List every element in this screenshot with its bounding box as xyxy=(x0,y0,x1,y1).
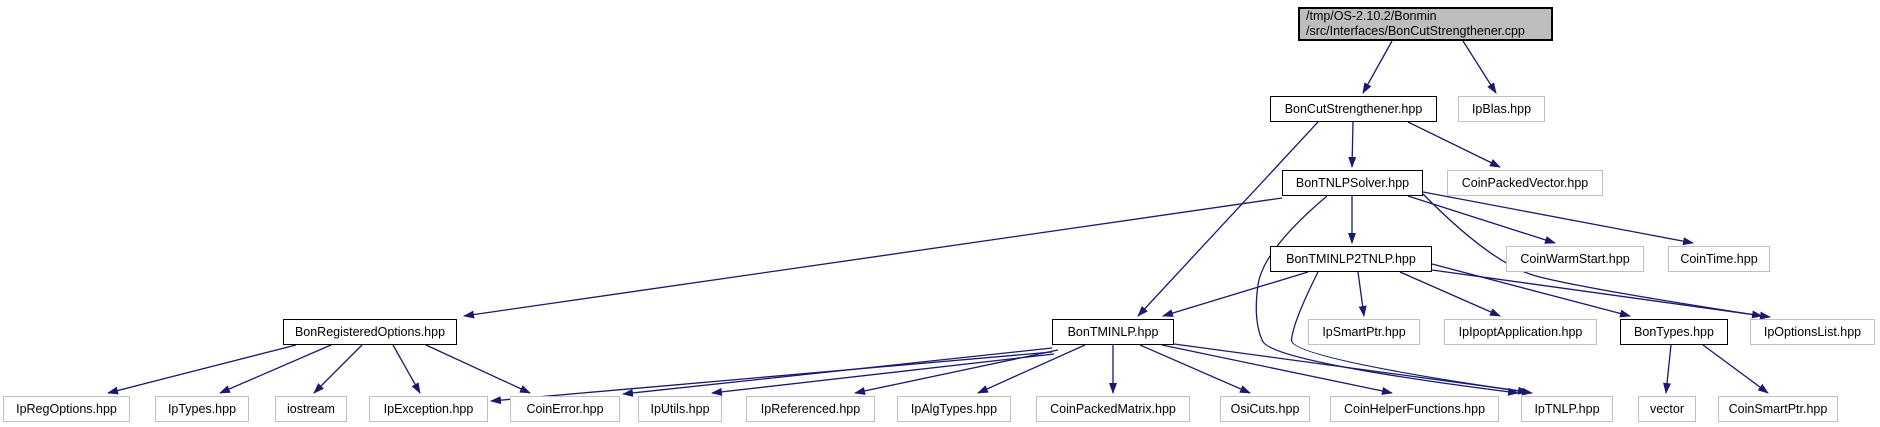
node-label: CoinTime.hpp xyxy=(1680,252,1758,266)
node-bonregisteredoptions-hpp[interactable]: BonRegisteredOptions.hpp xyxy=(283,319,457,345)
edge-bontnlpsolver-hpp-to-cointime-hpp xyxy=(1422,191,1694,246)
edge-main-to-boncutstrengthener-hpp xyxy=(1362,40,1393,94)
node-ipalgtypes-hpp: IpAlgTypes.hpp xyxy=(897,396,1011,422)
node-label: CoinError.hpp xyxy=(526,402,604,416)
node-label: IpBlas.hpp xyxy=(1471,102,1532,116)
node-label: CoinPackedMatrix.hpp xyxy=(1050,402,1176,416)
edge-bonregisteredoptions-hpp-to-ipexception-hpp xyxy=(392,344,421,394)
edge-bontypes-hpp-to-coinsmartptr-hpp xyxy=(1702,344,1769,394)
node-ipblas-hpp: IpBlas.hpp xyxy=(1458,96,1545,122)
node-coinerror-hpp: CoinError.hpp xyxy=(510,396,620,422)
node-coinhelperfunctions-hpp: CoinHelperFunctions.hpp xyxy=(1330,396,1499,422)
edge-boncutstrengthener-hpp-to-bontnlpsolver-hpp xyxy=(1348,121,1357,168)
node-ipsmartptr-hpp: IpSmartPtr.hpp xyxy=(1308,319,1420,345)
node-bontminlp-hpp[interactable]: BonTMINLP.hpp xyxy=(1052,319,1174,345)
node-label: /tmp/OS-2.10.2/Bonmin /src/Interfaces/Bo… xyxy=(1306,9,1525,38)
node-label: IpIpoptApplication.hpp xyxy=(1458,325,1583,339)
node-main: /tmp/OS-2.10.2/Bonmin /src/Interfaces/Bo… xyxy=(1298,7,1553,41)
node-label: IpException.hpp xyxy=(383,402,474,416)
node-label: CoinHelperFunctions.hpp xyxy=(1343,402,1486,416)
node-coinwarmstart-hpp: CoinWarmStart.hpp xyxy=(1506,246,1644,272)
node-bontypes-hpp[interactable]: BonTypes.hpp xyxy=(1620,319,1728,345)
edge-bontnlpsolver-hpp-to-iptnlp-hpp xyxy=(1255,195,1519,396)
edge-bonregisteredoptions-hpp-to-ipregoptions-hpp xyxy=(107,344,297,395)
edge-bontminlp2tnlp-hpp-to-ipoptionslist-hpp xyxy=(1431,269,1771,320)
node-label: CoinPackedVector.hpp xyxy=(1461,176,1589,190)
node-coinpackedmatrix-hpp: CoinPackedMatrix.hpp xyxy=(1036,396,1190,422)
node-label: IpSmartPtr.hpp xyxy=(1322,325,1406,339)
edge-bontypes-hpp-to-vector xyxy=(1663,344,1672,394)
edge-bontminlp-hpp-to-coinhelperfunctions-hpp xyxy=(1161,344,1393,395)
node-ipipoptapplication-hpp: IpIpoptApplication.hpp xyxy=(1444,319,1597,345)
node-iputils-hpp: IpUtils.hpp xyxy=(638,396,722,422)
edge-main-to-ipblas-hpp xyxy=(1462,40,1497,94)
node-label: iostream xyxy=(287,402,335,416)
node-label: BonTypes.hpp xyxy=(1634,325,1714,339)
node-bontnlpsolver-hpp[interactable]: BonTNLPSolver.hpp xyxy=(1282,170,1423,196)
node-label: IpAlgTypes.hpp xyxy=(910,402,998,416)
node-iptnlp-hpp: IpTNLP.hpp xyxy=(1521,396,1613,422)
edge-bontnlpsolver-hpp-to-bonregisteredoptions-hpp xyxy=(463,197,1283,319)
node-osicuts-hpp: OsiCuts.hpp xyxy=(1220,396,1310,422)
edge-bontminlp2tnlp-hpp-to-bontminlp-hpp xyxy=(1162,271,1309,317)
node-ipregoptions-hpp: IpRegOptions.hpp xyxy=(3,396,130,422)
edge-bontminlp-hpp-to-iputils-hpp xyxy=(711,353,1055,396)
node-label: IpTypes.hpp xyxy=(167,402,237,416)
edge-bontminlp-hpp-to-osicuts-hpp xyxy=(1139,344,1251,394)
node-iostream: iostream xyxy=(275,396,347,422)
node-label: IpUtils.hpp xyxy=(650,402,710,416)
node-label: IpReferenced.hpp xyxy=(760,402,861,416)
node-bontminlp2tnlp-hpp[interactable]: BonTMINLP2TNLP.hpp xyxy=(1270,246,1432,272)
edge-bontminlp-hpp-to-iptnlp-hpp xyxy=(1173,343,1529,395)
node-label: CoinSmartPtr.hpp xyxy=(1728,402,1828,416)
edge-bonregisteredoptions-hpp-to-coinerror-hpp xyxy=(425,344,531,394)
node-label: BonTMINLP2TNLP.hpp xyxy=(1286,252,1416,266)
edge-bontminlp2tnlp-hpp-to-ipsmartptr-hpp xyxy=(1357,271,1367,317)
node-label: IpRegOptions.hpp xyxy=(16,402,117,416)
node-label: BonRegisteredOptions.hpp xyxy=(294,325,446,339)
edge-bontminlp2tnlp-hpp-to-ipipoptapplication-hpp xyxy=(1399,271,1501,317)
node-label: BonTMINLP.hpp xyxy=(1067,325,1159,339)
edge-bontnlpsolver-hpp-to-ipoptionslist-hpp xyxy=(1422,193,1763,319)
edge-bonregisteredoptions-hpp-to-iptypes-hpp xyxy=(219,344,332,394)
edge-boncutstrengthener-hpp-to-coinpackedvector-hpp xyxy=(1407,121,1501,168)
node-ipexception-hpp: IpException.hpp xyxy=(369,396,488,422)
node-ipreferenced-hpp: IpReferenced.hpp xyxy=(746,396,875,422)
edge-bontminlp-hpp-to-ipalgtypes-hpp xyxy=(977,344,1086,394)
node-label: vector xyxy=(1649,402,1685,416)
node-label: OsiCuts.hpp xyxy=(1230,402,1300,416)
edge-bontminlp2tnlp-hpp-to-iptnlp-hpp xyxy=(1290,271,1533,396)
node-label: BonTNLPSolver.hpp xyxy=(1295,176,1410,190)
node-vector: vector xyxy=(1638,396,1696,422)
node-iptypes-hpp: IpTypes.hpp xyxy=(155,396,249,422)
edge-boncutstrengthener-hpp-to-bontminlp-hpp xyxy=(1137,121,1319,317)
node-label: BonCutStrengthener.hpp xyxy=(1284,102,1423,116)
node-coinpackedvector-hpp: CoinPackedVector.hpp xyxy=(1447,170,1603,196)
node-ipoptionslist-hpp: IpOptionsList.hpp xyxy=(1750,319,1875,345)
edge-bonregisteredoptions-hpp-to-iostream xyxy=(313,344,363,394)
edge-bontminlp2tnlp-hpp-to-bontypes-hpp xyxy=(1431,263,1631,318)
node-label: IpOptionsList.hpp xyxy=(1763,325,1862,339)
node-boncutstrengthener-hpp[interactable]: BonCutStrengthener.hpp xyxy=(1270,96,1437,122)
node-cointime-hpp: CoinTime.hpp xyxy=(1668,246,1770,272)
edge-bontminlp-hpp-to-ipexception-hpp xyxy=(490,351,1053,405)
node-label: CoinWarmStart.hpp xyxy=(1520,252,1630,266)
edge-bontminlp-hpp-to-ipreferenced-hpp xyxy=(854,349,1059,395)
node-coinsmartptr-hpp: CoinSmartPtr.hpp xyxy=(1718,396,1838,422)
node-label: IpTNLP.hpp xyxy=(1534,402,1600,416)
